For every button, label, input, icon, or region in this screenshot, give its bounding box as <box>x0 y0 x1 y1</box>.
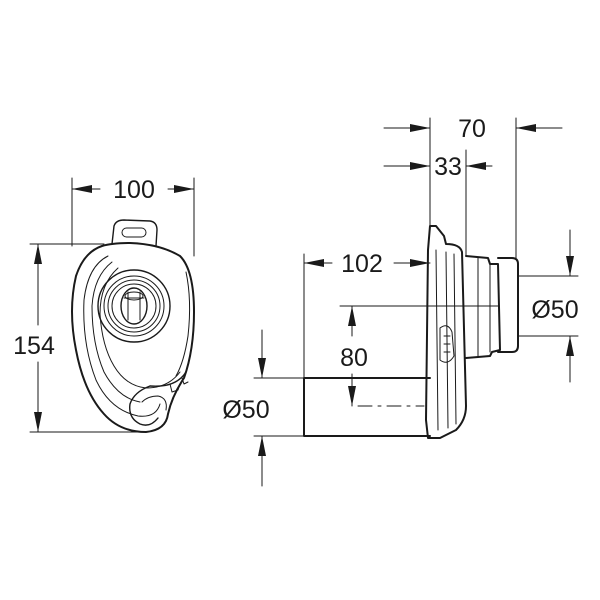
dim-label-80: 80 <box>340 344 368 372</box>
inlet-pipe <box>497 257 519 353</box>
lower-loop <box>129 371 187 426</box>
dim-label-33: 33 <box>434 153 462 181</box>
outlet-ring-outer <box>97 269 171 343</box>
mounting-tab <box>111 219 158 247</box>
dim-flange-depth: 33 <box>383 149 493 257</box>
dim-label-outlet-diameter: Ø50 <box>222 396 269 424</box>
dim-label-154: 154 <box>13 332 55 360</box>
dim-label-100: 100 <box>113 176 155 204</box>
wall-flange <box>425 225 467 439</box>
dim-label-70: 70 <box>458 115 486 143</box>
dim-label-102: 102 <box>341 250 383 278</box>
front-view <box>71 219 195 433</box>
dim-front-width: 100 <box>71 176 195 257</box>
dim-outlet-height: 80 <box>339 305 499 407</box>
outlet-opening <box>120 287 148 325</box>
outlet-pipe <box>303 377 431 437</box>
union-nut <box>465 255 501 359</box>
dim-outlet-diameter: Ø50 <box>222 329 305 487</box>
tab-slot <box>121 227 147 238</box>
dim-label-inlet-diameter: Ø50 <box>531 296 578 324</box>
dim-outlet-length: 102 <box>303 250 431 379</box>
dim-total-depth: 70 <box>383 115 563 259</box>
dim-front-height: 154 <box>13 243 141 433</box>
side-view <box>303 225 519 439</box>
dim-inlet-diameter: Ø50 <box>517 229 579 383</box>
trap-body-outline <box>71 242 195 433</box>
